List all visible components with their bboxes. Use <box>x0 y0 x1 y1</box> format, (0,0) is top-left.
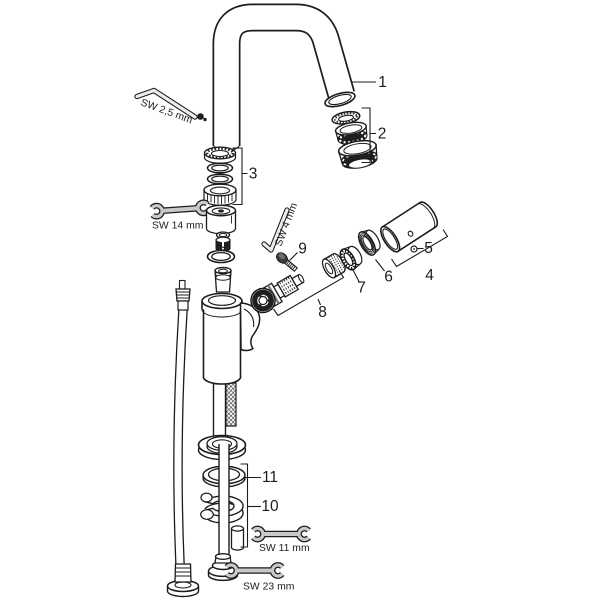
seal-stack <box>203 146 237 206</box>
spout-outlet <box>324 91 356 108</box>
spacer-cylinder <box>230 525 245 551</box>
threaded-stud <box>225 382 237 427</box>
spout-holder <box>205 204 237 235</box>
grub-screw <box>410 245 418 253</box>
grub-screw-tiny <box>197 113 204 120</box>
handle-sleeve <box>380 201 439 253</box>
part-number-2: 2 <box>378 126 387 143</box>
part-number-9: 9 <box>298 241 307 258</box>
o-ring-upper <box>206 162 234 174</box>
threaded-ring <box>357 229 381 256</box>
ribbed-nut <box>203 183 237 206</box>
label-6: 6 <box>375 259 393 286</box>
allen-key-2-5: SW 2,5 mm <box>134 87 207 126</box>
faucet-body <box>201 292 261 385</box>
part-number-6: 6 <box>384 269 393 286</box>
part-number-8: 8 <box>318 304 327 321</box>
label-1: 1 <box>351 74 387 91</box>
hose-top-connector <box>175 279 191 311</box>
allen-key-4: SW 4 mm <box>261 202 301 253</box>
o-ring-lower <box>206 173 234 185</box>
label-5: 5 <box>417 240 433 257</box>
part-number-3: 3 <box>249 166 258 183</box>
supply-hose <box>166 279 200 598</box>
part-number-4: 4 <box>425 267 434 284</box>
part-number-7: 7 <box>357 280 366 297</box>
wrench-sw14 <box>152 202 208 217</box>
handle-screw <box>276 252 298 273</box>
part-number-11: 11 <box>262 469 278 486</box>
hose-bottom-connector <box>166 563 200 598</box>
part-number-5: 5 <box>424 240 433 257</box>
tool-size-sw4: SW 4 mm <box>274 202 301 249</box>
label-3: 3 <box>232 147 258 206</box>
slotted-ring <box>339 245 363 271</box>
label-9: 9 <box>289 241 307 261</box>
tool-size-sw14: SW 14 mm <box>152 221 203 232</box>
horseshoe-clamp <box>200 492 244 524</box>
wrench-sw11 <box>253 529 308 540</box>
label-8: 8 <box>273 270 345 321</box>
tool-size-sw11: SW 11 mm <box>259 543 310 554</box>
check-valve <box>215 236 231 252</box>
aerator-insert <box>334 121 368 146</box>
swivel-stub <box>214 266 232 293</box>
spout-pipe <box>212 3 356 151</box>
part-number-1: 1 <box>378 74 387 91</box>
label-7: 7 <box>352 268 366 297</box>
base-o-ring <box>206 249 236 264</box>
knurled-nut-top <box>203 146 237 164</box>
label-2: 2 <box>361 107 387 164</box>
aerator-assembly <box>331 110 378 169</box>
label-4: 4 <box>391 229 449 284</box>
labels-10-11: 11 10 <box>240 463 279 548</box>
wrench-sw23 <box>227 565 282 576</box>
part-number-10: 10 <box>261 498 279 515</box>
cartridge <box>250 273 305 314</box>
supply-pipe-upper <box>212 383 227 444</box>
tool-size-sw23: SW 23 mm <box>243 582 294 593</box>
mounting-rod <box>218 444 230 557</box>
